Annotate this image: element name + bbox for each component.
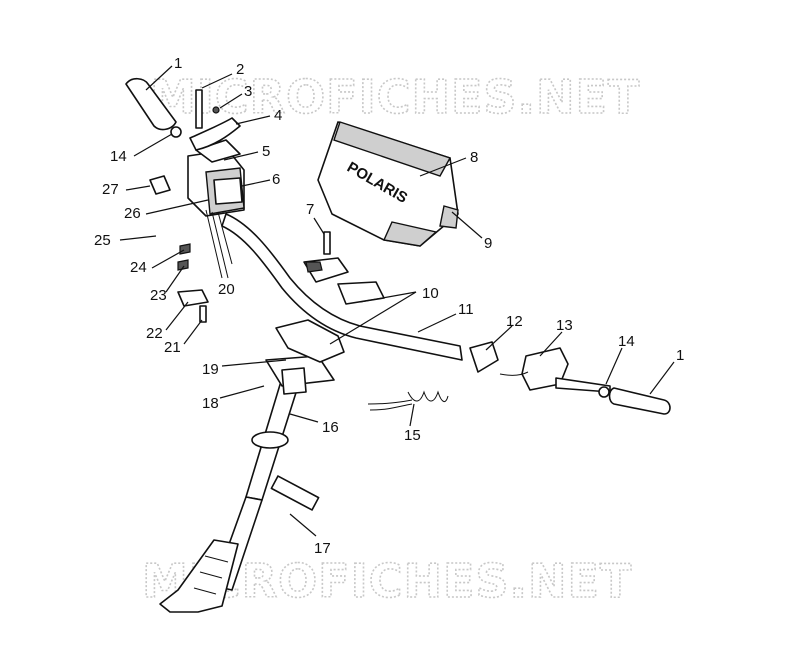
- callout-25: 25: [94, 232, 111, 249]
- throttle-lever: [189, 117, 241, 151]
- callout-19: 19: [202, 361, 219, 378]
- callout-8: 8: [470, 149, 478, 166]
- callout-22: 22: [146, 325, 163, 342]
- callout-23: 23: [150, 287, 167, 304]
- leader-lines: [119, 65, 675, 537]
- mounting-plate: [177, 289, 209, 307]
- bolt: [199, 305, 207, 323]
- handlebar-clamp-blocks: [275, 257, 385, 363]
- nut: [212, 106, 220, 114]
- callout-2: 2: [236, 61, 244, 78]
- callout-16: 16: [322, 419, 339, 436]
- callout-15: 15: [404, 427, 421, 444]
- brake-switch-bracket: [469, 341, 499, 373]
- callout-18: 18: [202, 395, 219, 412]
- wire-leads: [205, 209, 233, 279]
- callout-11: 11: [458, 301, 474, 318]
- callout-20: 20: [218, 281, 235, 298]
- callout-24: 24: [130, 259, 147, 276]
- callout-1-left: 1: [174, 55, 182, 72]
- callout-labels: 1 2 3 4 14 5 6 27 26 25 24 23 20 22 21 7…: [94, 55, 684, 557]
- brake-lever-assembly: [499, 347, 611, 393]
- callout-14-right: 14: [618, 333, 635, 350]
- grip-plug-left: [170, 126, 182, 138]
- callout-6: 6: [272, 171, 280, 188]
- callout-5: 5: [262, 143, 270, 160]
- callout-10: 10: [422, 285, 439, 302]
- callout-1-right: 1: [676, 347, 684, 364]
- callout-4: 4: [274, 107, 282, 124]
- callout-7: 7: [306, 201, 314, 218]
- callout-27: 27: [102, 181, 119, 198]
- throttle-control-housing: [187, 139, 245, 217]
- handlebar-grip-left: [125, 77, 177, 131]
- steering-post: [159, 377, 320, 613]
- callout-9: 9: [484, 235, 492, 252]
- handlebar-grip-right: [608, 387, 671, 415]
- washer-stack: [177, 243, 191, 271]
- callout-3: 3: [244, 83, 252, 100]
- heater-element: [367, 390, 449, 411]
- kill-switch: [149, 175, 171, 195]
- callout-13: 13: [556, 317, 573, 334]
- handlebar-hood: POLARIS: [317, 121, 459, 247]
- screw: [195, 89, 203, 129]
- steering-post-bracket: [265, 355, 335, 395]
- callout-26: 26: [124, 205, 141, 222]
- callout-12: 12: [506, 313, 523, 330]
- watermark-top: MICROFICHES.NET: [150, 70, 640, 124]
- grip-plug-right: [598, 386, 610, 398]
- callout-21: 21: [164, 339, 181, 356]
- callout-17: 17: [314, 540, 331, 557]
- hood-bolt: [323, 231, 331, 255]
- handlebar: [221, 213, 463, 361]
- callout-14-left: 14: [110, 148, 127, 165]
